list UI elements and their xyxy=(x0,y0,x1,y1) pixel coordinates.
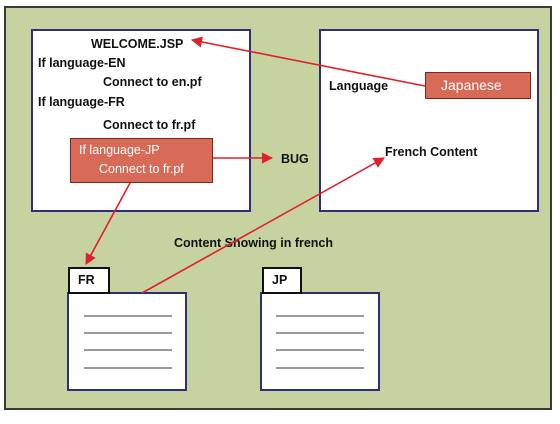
arrow-jp-rule-to-fr xyxy=(85,182,131,265)
arrow-fr-to-french-content xyxy=(141,157,385,294)
language-value-box xyxy=(425,72,531,99)
jp-tab: JP xyxy=(262,267,302,294)
rule-jp-action: Connect to fr.pf xyxy=(99,162,184,176)
jp-rule-box xyxy=(70,138,213,183)
rule-en-condition: If language-EN xyxy=(38,56,126,70)
fr-tab: FR xyxy=(68,267,110,294)
fr-document xyxy=(67,292,187,391)
rule-jp-condition: If language-JP xyxy=(79,143,160,157)
rule-en-action: Connect to en.pf xyxy=(103,75,202,89)
bug-label: BUG xyxy=(281,152,309,166)
rule-fr-condition: If language-FR xyxy=(38,95,125,109)
french-content-label: French Content xyxy=(385,145,478,159)
output-page-box xyxy=(319,29,539,212)
fr-document-lines xyxy=(84,315,172,369)
rule-fr-action: Connect to fr.pf xyxy=(103,118,196,132)
jp-document xyxy=(260,292,380,391)
welcome-title: WELCOME.JSP xyxy=(91,37,184,51)
jp-document-lines xyxy=(276,315,364,369)
caption: Content Showing in french xyxy=(174,236,334,250)
language-value: Japanese xyxy=(441,77,502,93)
language-label: Language xyxy=(329,79,389,93)
arrow-japanese-to-welcome xyxy=(190,36,426,87)
